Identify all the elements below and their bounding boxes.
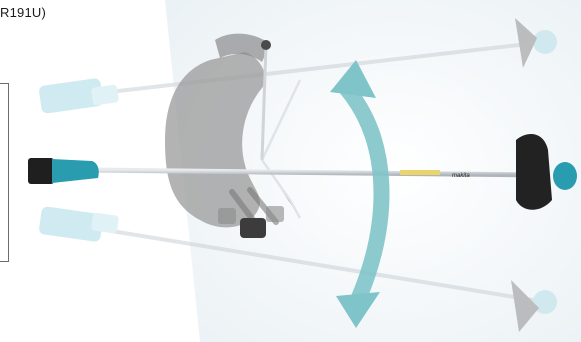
brand-mark: makita bbox=[452, 173, 470, 179]
battery-pack-icon bbox=[28, 158, 99, 184]
